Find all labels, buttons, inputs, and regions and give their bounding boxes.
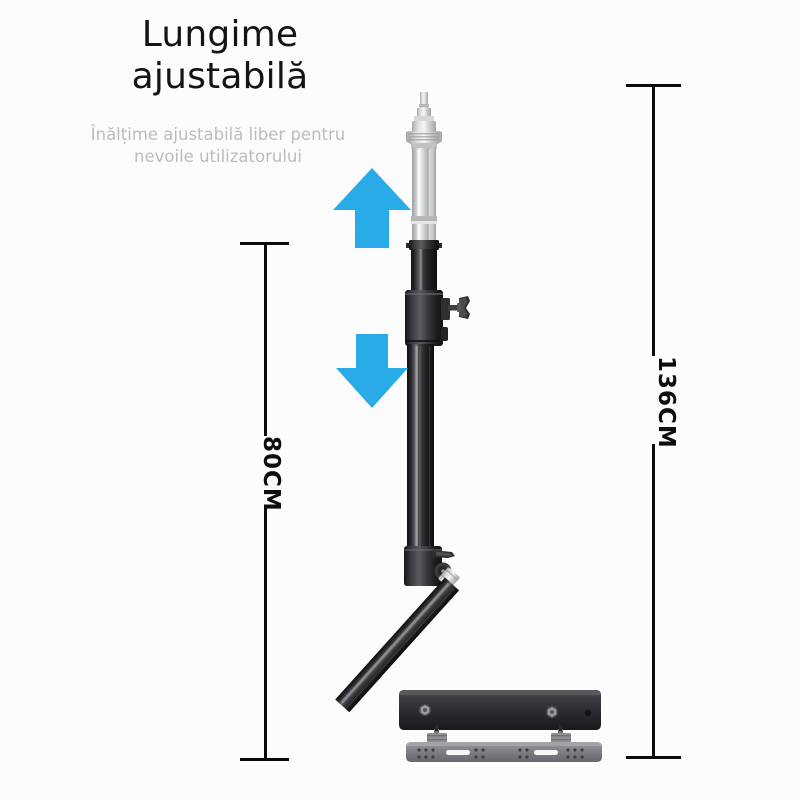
beam-bolt-left: [419, 704, 431, 716]
beam-bolt-right: [546, 706, 558, 718]
diagonal-brace-group: [335, 567, 460, 713]
upper-sleeve-group: [406, 240, 442, 295]
upper-clamp-collar-group: [405, 290, 470, 346]
dimension-extended-label: 136CM: [651, 356, 681, 449]
base-beam-group: [399, 690, 601, 730]
chrome-extension-tube-group: [411, 148, 437, 244]
wall-mount-plate-group: [406, 742, 602, 762]
dimension-extended-bottom-cap: [626, 756, 681, 759]
dimension-collapsed-label: 80CM: [256, 436, 286, 512]
thumb-screw-knob: [457, 296, 470, 319]
black-main-column-group: [407, 344, 434, 560]
page-title: Lungime ajustabilă: [131, 14, 309, 98]
top-spigot-group: [406, 92, 442, 149]
page-subtitle: Înălțime ajustabilă liber pentru nevoile…: [90, 125, 346, 166]
down-arrow-icon: [336, 334, 408, 408]
dimension-collapsed-bottom-cap: [240, 758, 289, 761]
up-arrow-icon: [333, 168, 411, 248]
